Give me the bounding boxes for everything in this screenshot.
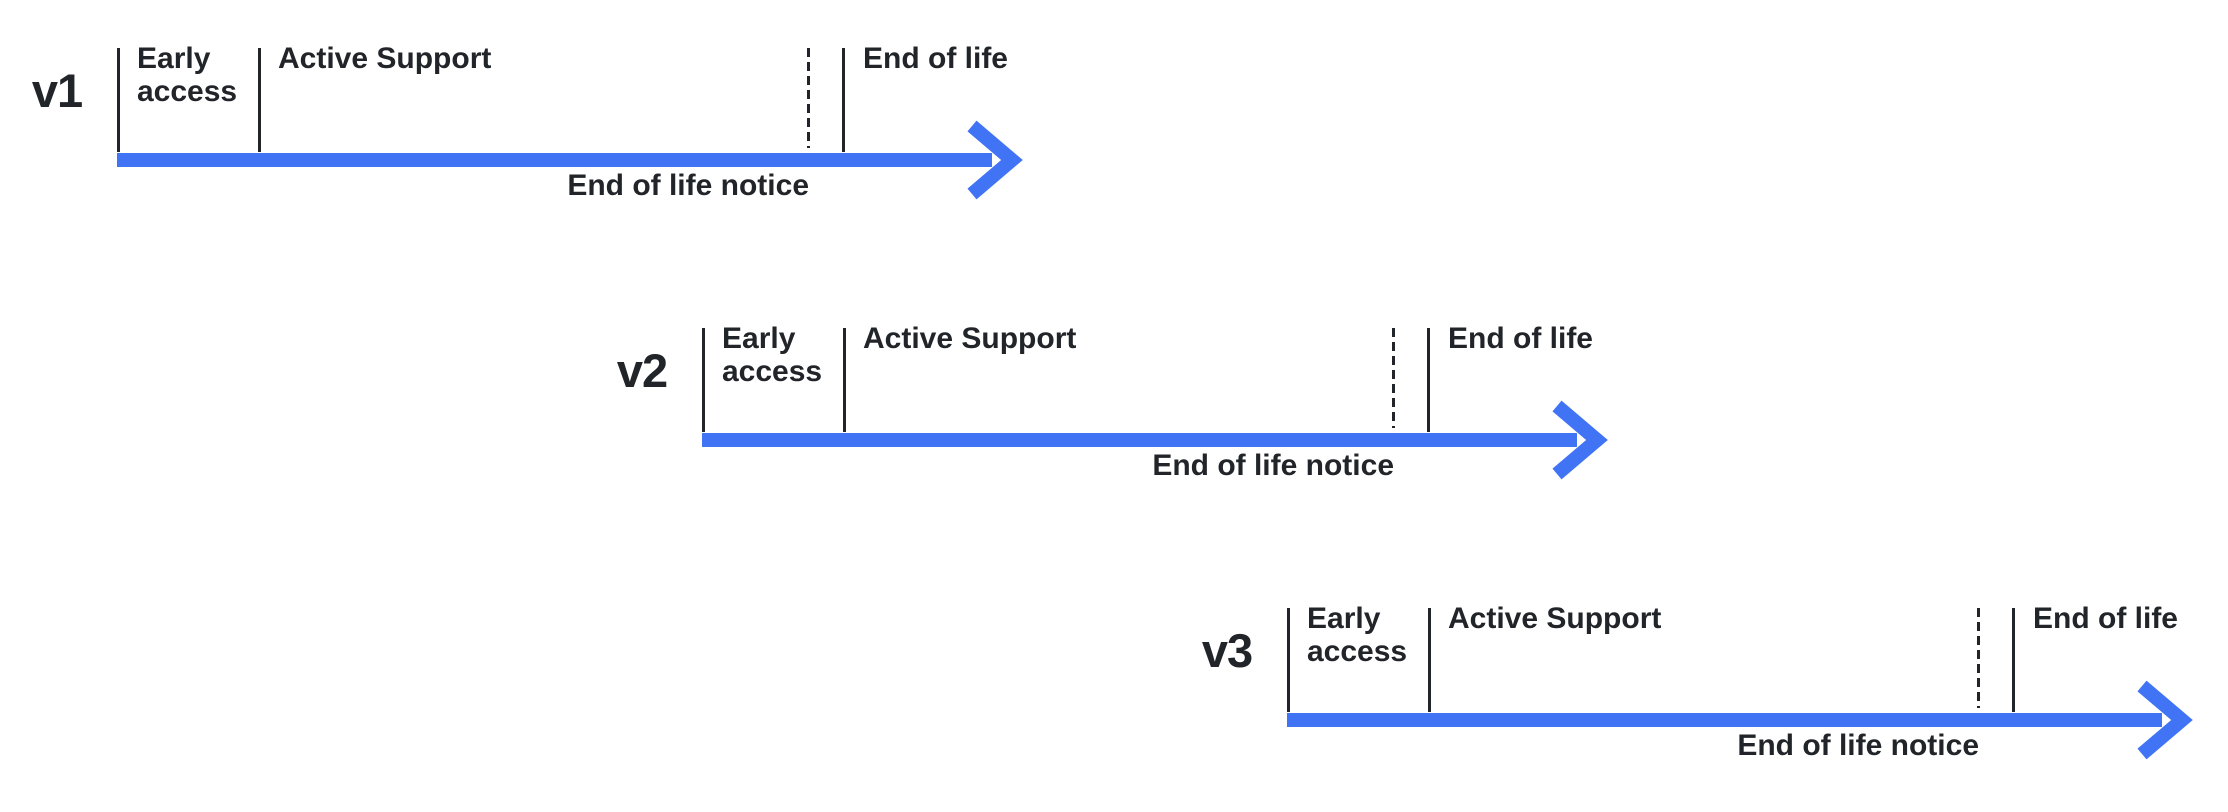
- timeline-graphic: [1287, 608, 2193, 760]
- timeline-graphic: [117, 48, 1023, 200]
- timeline-graphic: [702, 328, 1608, 480]
- end-of-life-notice-label: End of life notice: [1737, 729, 1979, 762]
- timeline-row-v1: v1 Early access Active Support End of li…: [0, 42, 1040, 213]
- active-support-label: Active Support: [1448, 602, 1662, 635]
- end-of-life-label: End of life: [863, 42, 1008, 75]
- timeline-arrow-head-icon: [1552, 400, 1608, 480]
- active-support-label: Active Support: [278, 42, 492, 75]
- end-of-life-label: End of life: [2033, 602, 2178, 635]
- timeline-arrow-head-icon: [967, 120, 1023, 200]
- version-label: v3: [1201, 624, 1253, 677]
- version-label: v1: [31, 64, 83, 117]
- end-of-life-label: End of life: [1448, 322, 1593, 355]
- timeline-arrow-head-icon: [2137, 680, 2193, 760]
- version-label: v2: [616, 344, 668, 397]
- active-support-label: Active Support: [863, 322, 1077, 355]
- end-of-life-notice-label: End of life notice: [567, 169, 809, 202]
- end-of-life-notice-label: End of life notice: [1152, 449, 1394, 482]
- early-access-label: Early access: [722, 322, 823, 388]
- early-access-label: Early access: [137, 42, 238, 108]
- timeline-row-v2: v2 Early access Active Support End of li…: [585, 322, 1625, 493]
- early-access-label: Early access: [1307, 602, 1408, 668]
- timeline-row-v3: v3 Early access Active Support End of li…: [1170, 602, 2210, 773]
